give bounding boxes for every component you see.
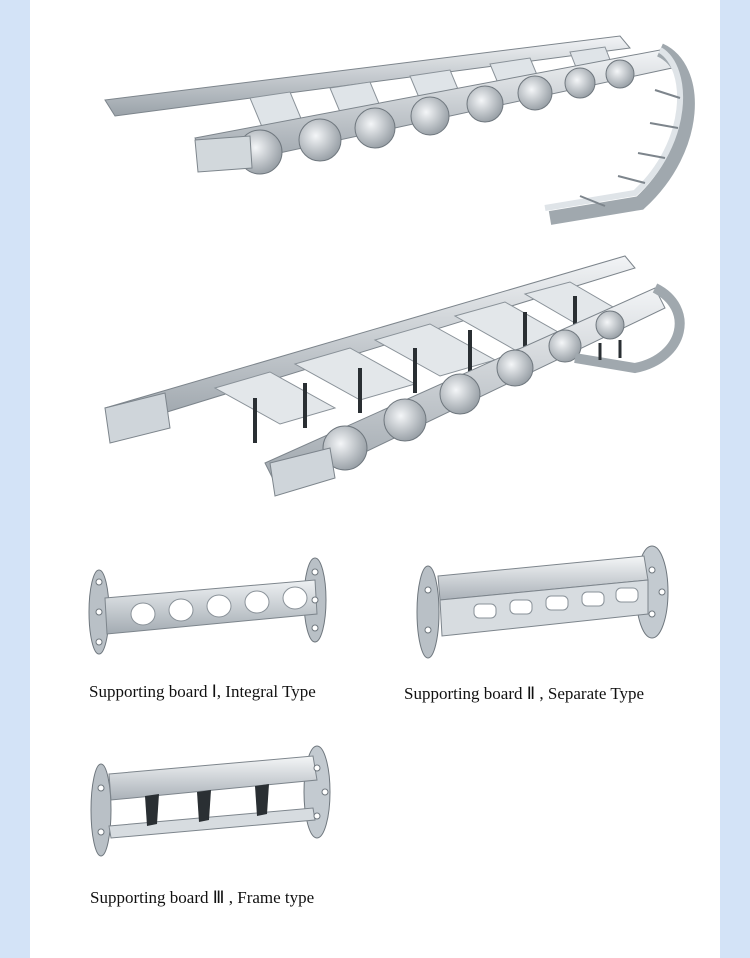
supporting-board-2-photo bbox=[412, 540, 682, 665]
drag-chain-photo-closed bbox=[100, 28, 700, 238]
supporting-board-2-caption: Supporting board Ⅱ , Separate Type bbox=[404, 684, 645, 703]
drag-chain-photo-open bbox=[95, 248, 705, 508]
supporting-board-1-caption: Supporting board Ⅰ, Integral Type bbox=[89, 682, 316, 701]
supporting-board-3-photo bbox=[85, 738, 355, 863]
supporting-board-3-caption: Supporting board Ⅲ , Frame type bbox=[90, 888, 315, 907]
product-page: Supporting board Ⅰ, Integral Type bbox=[30, 0, 720, 958]
supporting-board-1-photo bbox=[85, 552, 355, 667]
